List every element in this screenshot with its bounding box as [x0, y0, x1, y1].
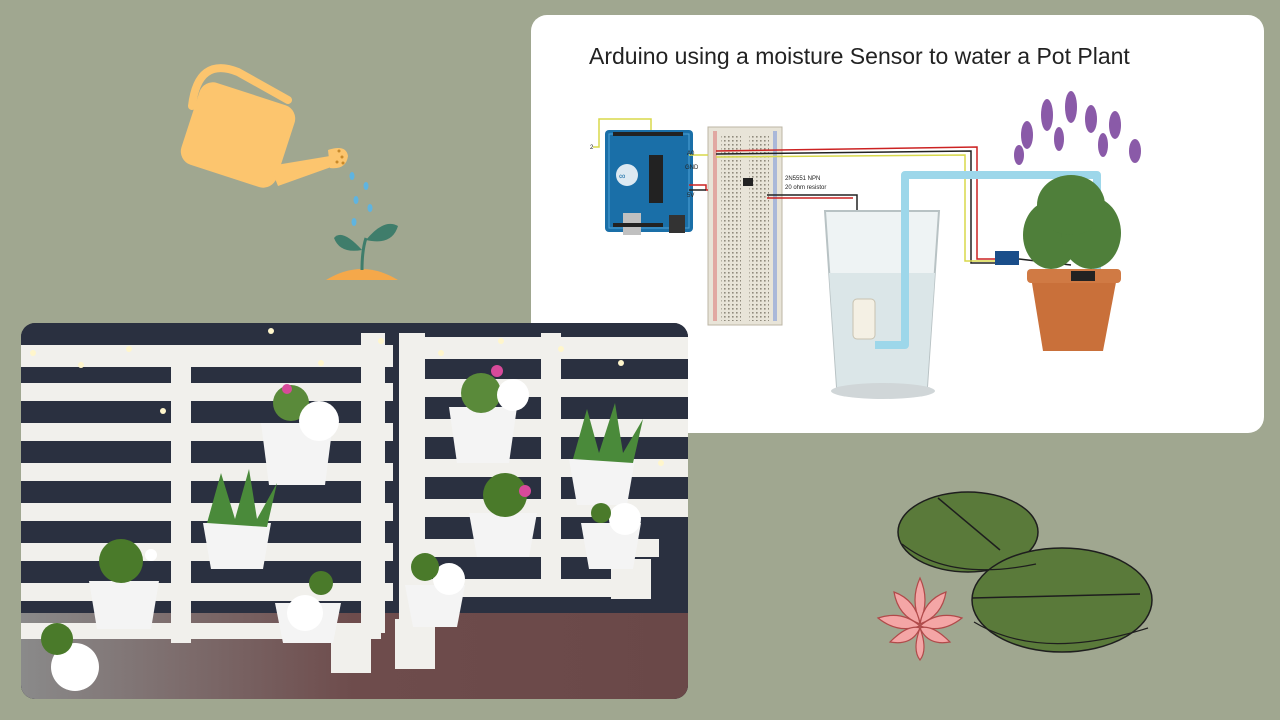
moisture-sensor-module: [995, 251, 1019, 265]
lotus-flower-icon: [876, 576, 964, 661]
pin-2-label: 2: [590, 145, 594, 151]
circuit-diagram: ∞ 2 A0 GND 5V 2N55: [590, 91, 1141, 399]
pallet-garden-image: [21, 323, 688, 699]
svg-text:∞: ∞: [619, 171, 625, 181]
seedling-icon: [326, 223, 398, 280]
breadboard-holes: [721, 135, 769, 321]
pin-gnd-label: GND: [685, 165, 699, 171]
breadboard: [707, 126, 783, 326]
pin-a0-label: A0: [687, 151, 695, 157]
pallet-garden-photo: [21, 323, 688, 699]
hanging-pots: [41, 365, 643, 691]
resistor-label: 20 ohm resistor: [785, 185, 826, 191]
arduino-board: ∞: [605, 130, 693, 235]
water-drops: [349, 172, 373, 226]
water-glass: [823, 210, 941, 399]
transistor-label: 2N5551 NPN: [785, 176, 820, 182]
diagram-title: Arduino using a moisture Sensor to water…: [589, 43, 1130, 69]
pin-5v-label: 5V: [687, 193, 694, 199]
pot-plant: [1014, 91, 1141, 351]
lily-pad-icon: [897, 491, 1153, 653]
watering-can-icon: [180, 64, 373, 226]
transistor: [743, 178, 753, 186]
